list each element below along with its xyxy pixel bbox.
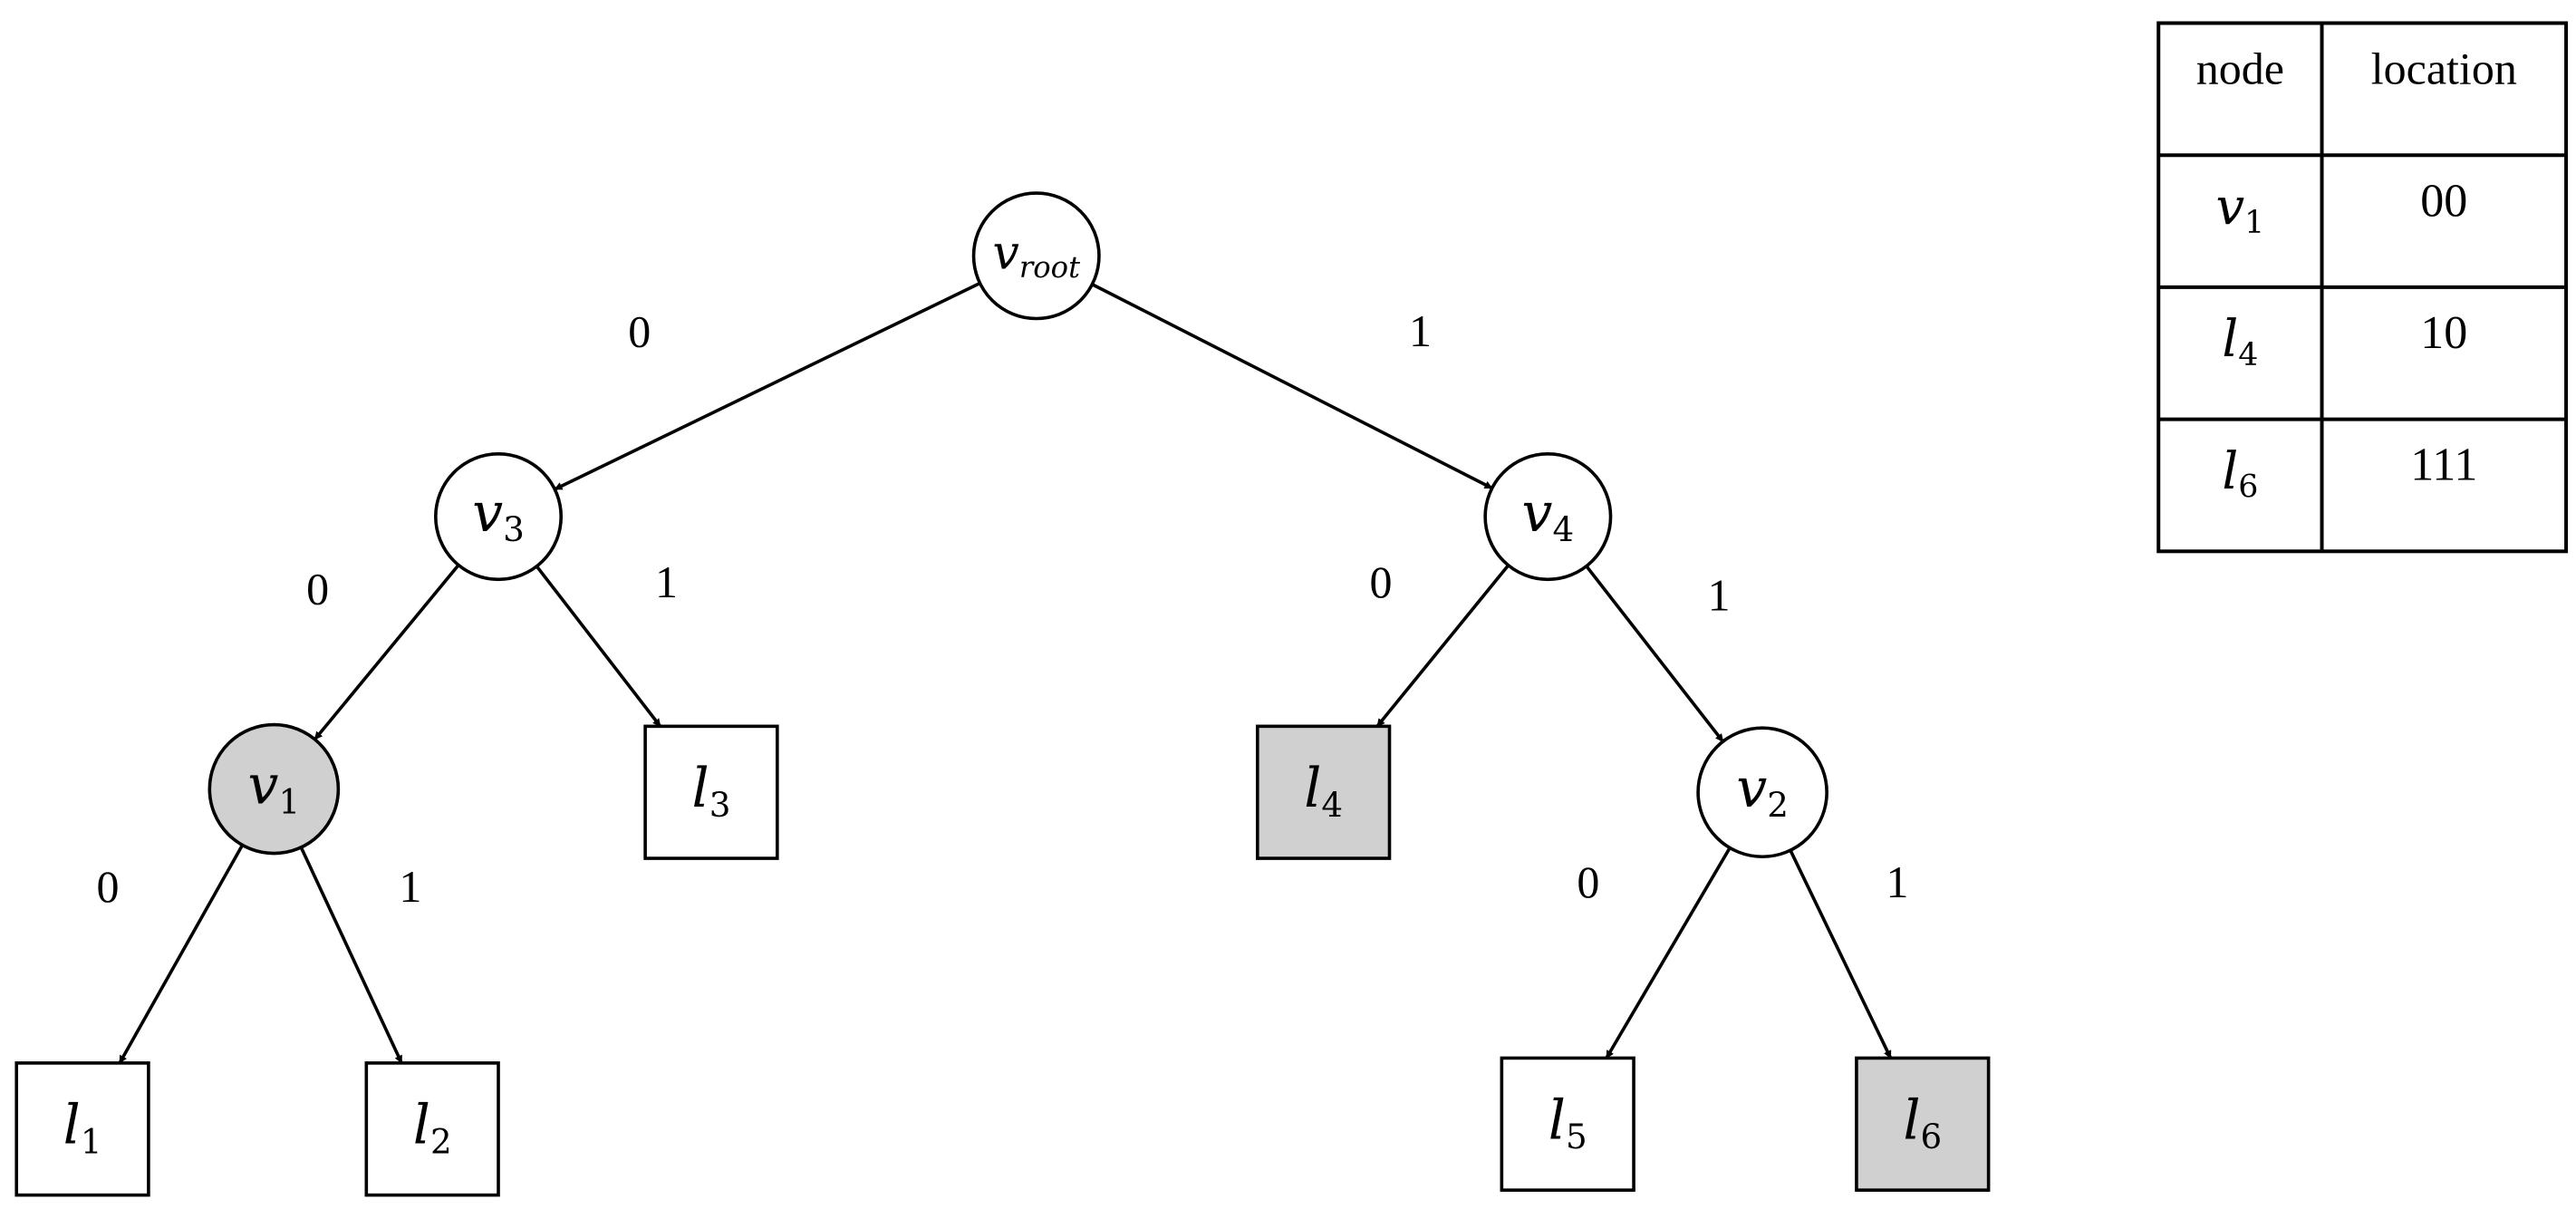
node-v4: v4 xyxy=(1483,452,1613,582)
circle-node-shape xyxy=(971,191,1101,321)
math-label: l5 xyxy=(1548,1088,1587,1156)
node-l6: l6 xyxy=(1855,1056,1991,1192)
circle-node-shape xyxy=(1483,452,1613,582)
math-base: v xyxy=(472,481,503,545)
math-base: v xyxy=(248,753,279,817)
node-v1: v1 xyxy=(207,722,341,856)
edge-v2-l5 xyxy=(1605,847,1732,1059)
table-location-cell: 00 xyxy=(2420,175,2467,227)
math-base: l xyxy=(2222,441,2238,500)
node-l3: l3 xyxy=(643,724,779,860)
table-row: l6 111 xyxy=(2222,440,2477,506)
edge-label: 1 xyxy=(1886,856,1909,907)
math-subscript: 4 xyxy=(1552,508,1574,548)
math-subscript: root xyxy=(1019,249,1080,284)
math-subscript: 4 xyxy=(1321,785,1343,825)
math-label: v1 xyxy=(248,753,301,821)
math-label: l2 xyxy=(413,1093,452,1161)
edge-v1-l1 xyxy=(118,844,245,1064)
math-base: l xyxy=(1903,1088,1920,1152)
edge-label: 1 xyxy=(1409,305,1432,356)
math-base: l xyxy=(1548,1088,1566,1152)
math-subscript: 1 xyxy=(2244,205,2264,241)
math-label: v3 xyxy=(472,481,525,549)
edge-v1-l2 xyxy=(299,847,403,1064)
math-base: l xyxy=(1304,757,1321,820)
circle-node-shape xyxy=(1696,726,1828,859)
math-base: v xyxy=(1736,757,1767,820)
edge-label: 1 xyxy=(1708,570,1731,621)
square-node-shape xyxy=(14,1061,150,1197)
table-row: l4 10 xyxy=(2222,307,2467,373)
math-subscript: 1 xyxy=(278,781,300,821)
math-base: l xyxy=(413,1093,430,1156)
node-l5: l5 xyxy=(1500,1056,1635,1192)
math-label: l6 xyxy=(2222,441,2258,505)
square-node-shape xyxy=(364,1061,500,1197)
node-v_root: vroot xyxy=(971,191,1101,321)
math-base: v xyxy=(1522,481,1553,545)
edge-label: 1 xyxy=(399,861,421,912)
math-label: l6 xyxy=(1903,1088,1942,1156)
square-node-shape xyxy=(1855,1056,1991,1192)
math-label: l3 xyxy=(692,757,731,825)
table-location-cell: 10 xyxy=(2420,307,2467,359)
math-base: l xyxy=(692,757,709,820)
math-base: v xyxy=(2216,178,2245,237)
math-label: v1 xyxy=(2216,178,2265,241)
edge-v3-l3 xyxy=(535,565,662,728)
math-base: l xyxy=(63,1093,81,1156)
table-location-cell: 111 xyxy=(2410,440,2477,491)
edge-label: 0 xyxy=(628,305,651,356)
math-subscript: 1 xyxy=(81,1121,102,1161)
square-node-shape xyxy=(1500,1056,1635,1192)
edge-v2-l6 xyxy=(1789,849,1893,1059)
math-subscript: 5 xyxy=(1566,1117,1587,1156)
node-l1: l1 xyxy=(14,1061,150,1197)
edges-layer: 0 1 0 1 0 1 0 1 0 1 xyxy=(97,281,1909,1064)
math-base: l xyxy=(2222,310,2238,369)
math-subscript: 6 xyxy=(1921,1117,1943,1156)
math-subscript: 6 xyxy=(2238,469,2258,505)
node-v3: v3 xyxy=(434,452,564,582)
math-subscript: 3 xyxy=(503,508,525,548)
math-label: l4 xyxy=(1304,757,1343,825)
node-v2: v2 xyxy=(1696,726,1828,859)
edge-v4-l4 xyxy=(1375,564,1510,728)
edge-label: 1 xyxy=(655,556,678,607)
node-l4: l4 xyxy=(1256,724,1392,860)
edge-v_root-v4 xyxy=(1091,283,1493,490)
edge-v_root-v3 xyxy=(554,281,981,491)
edge-label: 0 xyxy=(1370,556,1393,607)
edge-label: 0 xyxy=(306,563,329,614)
node-l2: l2 xyxy=(364,1061,500,1197)
math-subscript: 2 xyxy=(1767,785,1789,825)
math-subscript: 2 xyxy=(430,1121,452,1161)
math-subscript: 3 xyxy=(709,785,731,825)
circle-node-shape xyxy=(434,452,564,582)
table-header: location xyxy=(2371,43,2517,93)
square-node-shape xyxy=(643,724,779,860)
square-node-shape xyxy=(1256,724,1392,860)
math-base: v xyxy=(992,226,1018,280)
math-subscript: 4 xyxy=(2238,337,2258,373)
circle-node-shape xyxy=(207,722,341,856)
math-label: v2 xyxy=(1736,757,1789,825)
edge-label: 0 xyxy=(97,861,120,912)
math-label: v4 xyxy=(1522,481,1575,549)
math-label: vroot xyxy=(992,226,1080,285)
math-label: l1 xyxy=(63,1093,102,1161)
table-row: v1 00 xyxy=(2216,175,2468,241)
edge-v4-v2 xyxy=(1585,565,1724,743)
table-header: node xyxy=(2196,43,2284,93)
edge-label: 0 xyxy=(1577,856,1599,907)
edge-v3-v1 xyxy=(314,564,460,740)
math-label: l4 xyxy=(2222,310,2258,373)
